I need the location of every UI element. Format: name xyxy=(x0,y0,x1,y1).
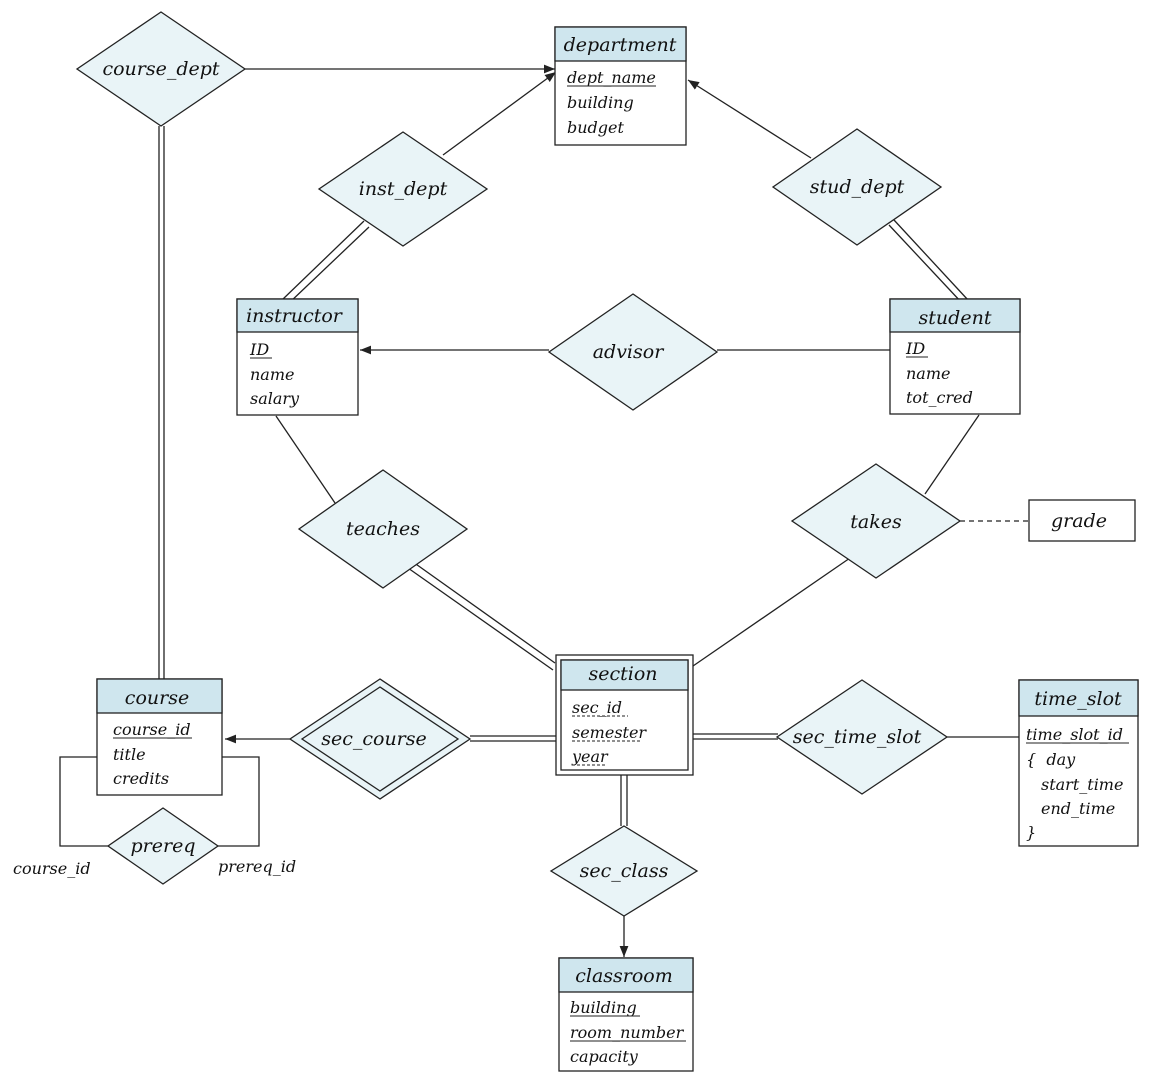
edge-prereq-course-left xyxy=(59,756,108,847)
relationship-inst-dept[interactable]: inst_dept xyxy=(317,131,489,247)
entity-instructor-attr-1: name xyxy=(250,365,294,384)
entity-time-slot-attr-4: } xyxy=(1026,823,1036,842)
role-label-prereq-id: prereq_id xyxy=(218,857,296,876)
entity-classroom-attr-1: room_number xyxy=(570,1023,685,1042)
connectors xyxy=(59,64,1029,957)
relationship-prereq-label: prereq xyxy=(131,835,196,857)
entity-course-attr-0: course_id xyxy=(113,720,191,739)
entity-course[interactable]: course course_id title credits xyxy=(96,678,223,796)
relationship-advisor[interactable]: advisor xyxy=(547,293,719,411)
entity-section-title: section xyxy=(588,663,657,685)
relationship-sec-class-label: sec_class xyxy=(580,860,669,882)
entity-instructor[interactable]: instructor ID name salary xyxy=(236,298,359,416)
relationship-sec-course-label: sec_course xyxy=(321,728,427,750)
entity-time-slot-attr-3: end_time xyxy=(1041,799,1115,818)
entity-classroom[interactable]: classroom building room_number capacity xyxy=(558,957,694,1072)
edge-teaches-section-b xyxy=(407,567,554,671)
edge-stud-dept-student-a xyxy=(893,219,969,301)
relationship-stud-dept-label: stud_dept xyxy=(810,176,905,198)
entity-classroom-title: classroom xyxy=(575,965,673,987)
entity-instructor-attr-0: ID xyxy=(249,340,269,359)
entity-section-attr-1: semester xyxy=(572,723,647,742)
entity-time-slot[interactable]: time_slot time_slot_id { day start_time … xyxy=(1018,679,1139,847)
entity-course-attr-1: title xyxy=(113,745,146,764)
entity-section-attr-2: year xyxy=(571,747,609,766)
entity-classroom-attr-2: capacity xyxy=(570,1047,639,1066)
relationship-sec-time-slot-label: sec_time_slot xyxy=(793,726,922,748)
relationship-takes[interactable]: takes xyxy=(790,463,962,579)
relationship-attribute-grade[interactable]: grade xyxy=(1028,499,1136,542)
entity-instructor-title: instructor xyxy=(246,305,344,327)
entity-student-attr-0: ID xyxy=(905,339,925,358)
relationship-stud-dept[interactable]: stud_dept xyxy=(771,128,943,246)
entity-time-slot-title: time_slot xyxy=(1034,688,1122,710)
edge-inst-dept-instructor-a xyxy=(281,220,365,301)
edge-inst-dept-department xyxy=(442,71,557,156)
edge-stud-dept-department xyxy=(687,79,812,159)
entity-department-attr-1: building xyxy=(567,93,634,112)
relationship-advisor-label: advisor xyxy=(593,341,665,363)
relationship-course-dept-label: course_dept xyxy=(102,58,219,80)
entity-section-attr-0: sec_id xyxy=(572,698,622,717)
entity-course-title: course xyxy=(125,687,189,709)
entity-student-title: student xyxy=(919,307,992,329)
entity-department-title: department xyxy=(564,34,677,56)
entity-time-slot-attr-2: start_time xyxy=(1041,775,1123,794)
relationship-prereq[interactable]: prereq xyxy=(106,807,220,885)
relationship-sec-course[interactable]: sec_course xyxy=(288,678,472,800)
entity-course-attr-2: credits xyxy=(113,769,169,788)
relationship-takes-label: takes xyxy=(850,511,902,533)
relationship-inst-dept-label: inst_dept xyxy=(359,178,448,200)
edge-stud-dept-student-b xyxy=(888,224,963,304)
edge-takes-section xyxy=(692,557,851,667)
role-label-course-id: course_id xyxy=(13,859,91,878)
entity-student-attr-2: tot_cred xyxy=(906,388,973,407)
entity-department-attr-0: dept_name xyxy=(567,68,656,87)
entity-student-attr-1: name xyxy=(906,364,950,383)
entity-department-attr-2: budget xyxy=(567,118,625,137)
entity-time-slot-attr-0: time_slot_id xyxy=(1026,725,1123,744)
entity-classroom-attr-0: building xyxy=(570,998,637,1017)
entity-instructor-attr-2: salary xyxy=(250,389,300,408)
relationship-sec-time-slot[interactable]: sec_time_slot xyxy=(775,679,949,795)
relationship-attribute-grade-label: grade xyxy=(1051,510,1107,532)
edge-prereq-course-right xyxy=(218,756,260,847)
relationship-sec-class[interactable]: sec_class xyxy=(549,825,699,917)
edge-teaches-instructor xyxy=(275,415,336,504)
entity-department[interactable]: department dept_name building budget xyxy=(554,26,687,146)
edge-inst-dept-instructor-b xyxy=(287,226,370,305)
entity-student[interactable]: student ID name tot_cred xyxy=(889,298,1021,415)
entity-time-slot-attr-1: { day xyxy=(1026,750,1076,769)
relationships: course_dept inst_dept stud_dept advisor … xyxy=(75,11,962,917)
relationship-teaches-label: teaches xyxy=(346,518,420,540)
edge-takes-student xyxy=(924,414,980,495)
relationship-teaches[interactable]: teaches xyxy=(297,469,469,589)
relationship-course-dept[interactable]: course_dept xyxy=(75,11,247,127)
entity-section[interactable]: section sec_id semester year xyxy=(555,654,694,776)
edge-teaches-section-a xyxy=(412,561,556,664)
